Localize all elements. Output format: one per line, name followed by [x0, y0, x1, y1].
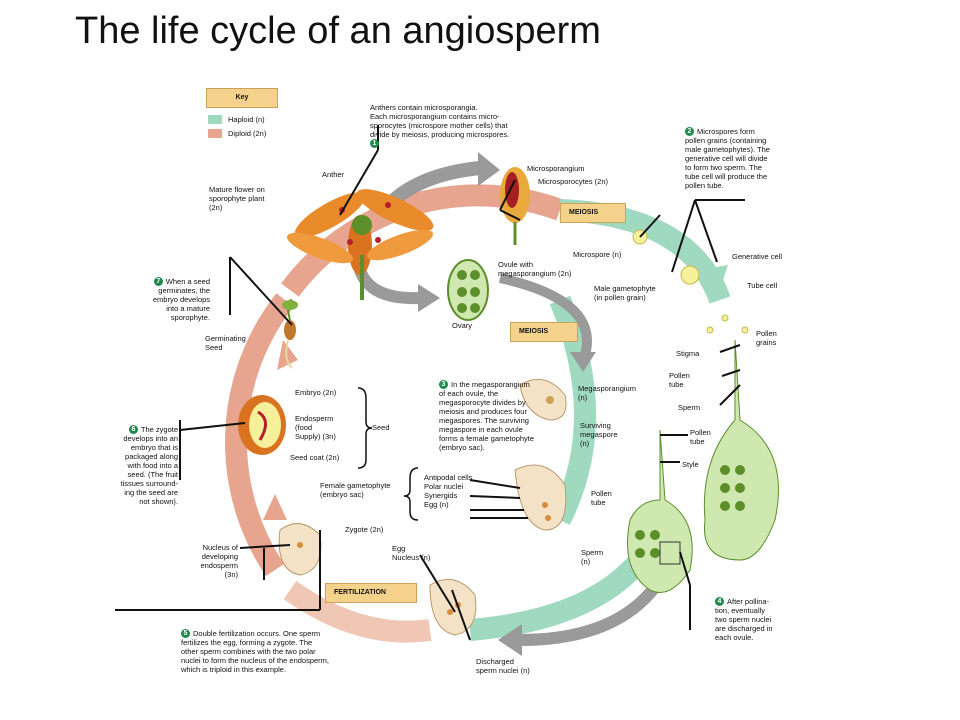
label-mature-flower: Mature flower on sporophyte plant (2n): [209, 185, 265, 212]
label-microsporocytes: Microsporocytes (2n): [538, 177, 609, 186]
leader-lines: [115, 125, 745, 641]
fertilization-stage: FERTILIZATION: [325, 583, 417, 603]
female-gametophyte-illustration: [514, 464, 567, 531]
label-pollen-tube-a: Pollen tube: [669, 371, 690, 389]
diploid-swatch: [208, 129, 222, 138]
anther-illustration: [500, 167, 530, 245]
seed-brace: [357, 387, 373, 469]
label-pollen-tube-b: Pollen tube: [690, 428, 711, 446]
label-discharged-sperm: Discharged sperm nuclei (n): [476, 657, 530, 675]
label-germinating-seed: Germinating Seed: [205, 334, 246, 352]
step-3-number: 3: [439, 380, 448, 389]
label-style: Style: [682, 460, 699, 469]
label-pollen-grains: Pollen grains: [756, 329, 777, 347]
step-5-body: Double fertilization occurs. One sperm f…: [181, 629, 330, 674]
megasporangium-illustration: [519, 378, 567, 421]
label-microspore: Microspore (n): [573, 250, 622, 259]
label-stigma: Stigma: [676, 349, 700, 358]
diploid-arrowhead: [263, 494, 287, 520]
arrow-to-discharged: [519, 576, 665, 646]
diploid-key-label: Diploid (2n): [228, 129, 267, 138]
label-zygote: Zygote (2n): [345, 525, 384, 534]
page-title: The life cycle of an angiosperm: [75, 10, 601, 52]
diploid-cycle-arc-left: [225, 293, 294, 577]
label-egg-nucleus: Egg Nucleus (n): [392, 544, 431, 562]
meiosis-stage-top: MEIOSIS: [560, 203, 626, 223]
arrow-to-ovary: [354, 267, 421, 305]
label-seed-coat: Seed coat (2n): [290, 453, 340, 462]
step-2-number: 2: [685, 127, 694, 136]
step-1-text: Anthers contain microsporangia. Each mic…: [370, 103, 510, 139]
pistil-illustration: [703, 314, 779, 561]
diploid-cycle-bottom: [283, 581, 432, 643]
label-endosperm: Endosperm (food Supply) (3n): [295, 414, 336, 441]
label-megasporangium: Megasporangium (n): [578, 384, 636, 402]
pollinated-ovary-illustration: [627, 429, 693, 593]
step-3-body: In the megasporangium of each ovule, the…: [439, 380, 535, 452]
mature-flower-illustration: [286, 189, 434, 300]
step-7-body: When a seed germinates, the embryo devel…: [152, 277, 210, 322]
label-tube-cell: Tube cell: [747, 281, 778, 290]
ovary-illustration: [447, 259, 489, 321]
label-male-gametophyte: Male gametophyte (in pollen grain): [594, 284, 656, 302]
arrow-to-megasporangium: [498, 273, 592, 357]
step-4-body: After pollina- tion, eventually two sper…: [715, 597, 773, 642]
zygote-ovule-illustration: [278, 523, 322, 576]
meiosis-stage-middle: MEIOSIS: [510, 322, 578, 342]
label-anther: Anther: [322, 170, 345, 179]
step-2-body: Microspores form pollen grains (containi…: [685, 127, 770, 190]
haploid-arrowhead: [700, 265, 728, 295]
label-generative-cell: Generative cell: [732, 252, 783, 261]
label-embryo: Embryo (2n): [295, 388, 337, 397]
step-4-number: 4: [715, 597, 724, 606]
seed-illustration: [238, 395, 286, 455]
germinating-seed-illustration: [282, 299, 298, 369]
haploid-cycle-lower: [469, 552, 649, 641]
label-surviving-megaspore: Surviving megaspore (n): [580, 421, 618, 448]
label-seed: Seed: [372, 423, 390, 432]
step-6-number: 6: [128, 425, 138, 434]
label-sperm-n: Sperm (n): [581, 548, 604, 566]
label-antipodal-group: Antipodal cells Polar nuclei Synergids E…: [424, 473, 473, 509]
label-microsporangium: Microsporangium: [527, 164, 585, 173]
label-sperm-a: Sperm: [678, 403, 701, 412]
gametophyte-brace: [403, 467, 419, 521]
label-ovule: Ovule with megasporangium (2n): [498, 260, 572, 278]
label-female-gametophyte: Female gametophyte (embryo sac): [320, 481, 391, 499]
step-5-number: 5: [181, 629, 190, 638]
key-header: Key: [206, 88, 278, 108]
label-ovary: Ovary: [452, 321, 473, 330]
diploid-arrowhead-2: [277, 340, 298, 370]
pollen-grain-illustration: [680, 265, 700, 285]
haploid-key-label: Haploid (n): [228, 115, 265, 124]
step-6-body: The zygote develops into an embryo that …: [120, 425, 178, 506]
label-nucleus-endosperm: Nucleus of developing endosperm (3n): [200, 543, 238, 579]
step-7-number: 7: [153, 277, 163, 286]
step-1-number: 1: [370, 139, 379, 148]
label-pollen-tube-c: Pollen tube: [591, 489, 612, 507]
haploid-swatch: [208, 115, 222, 124]
